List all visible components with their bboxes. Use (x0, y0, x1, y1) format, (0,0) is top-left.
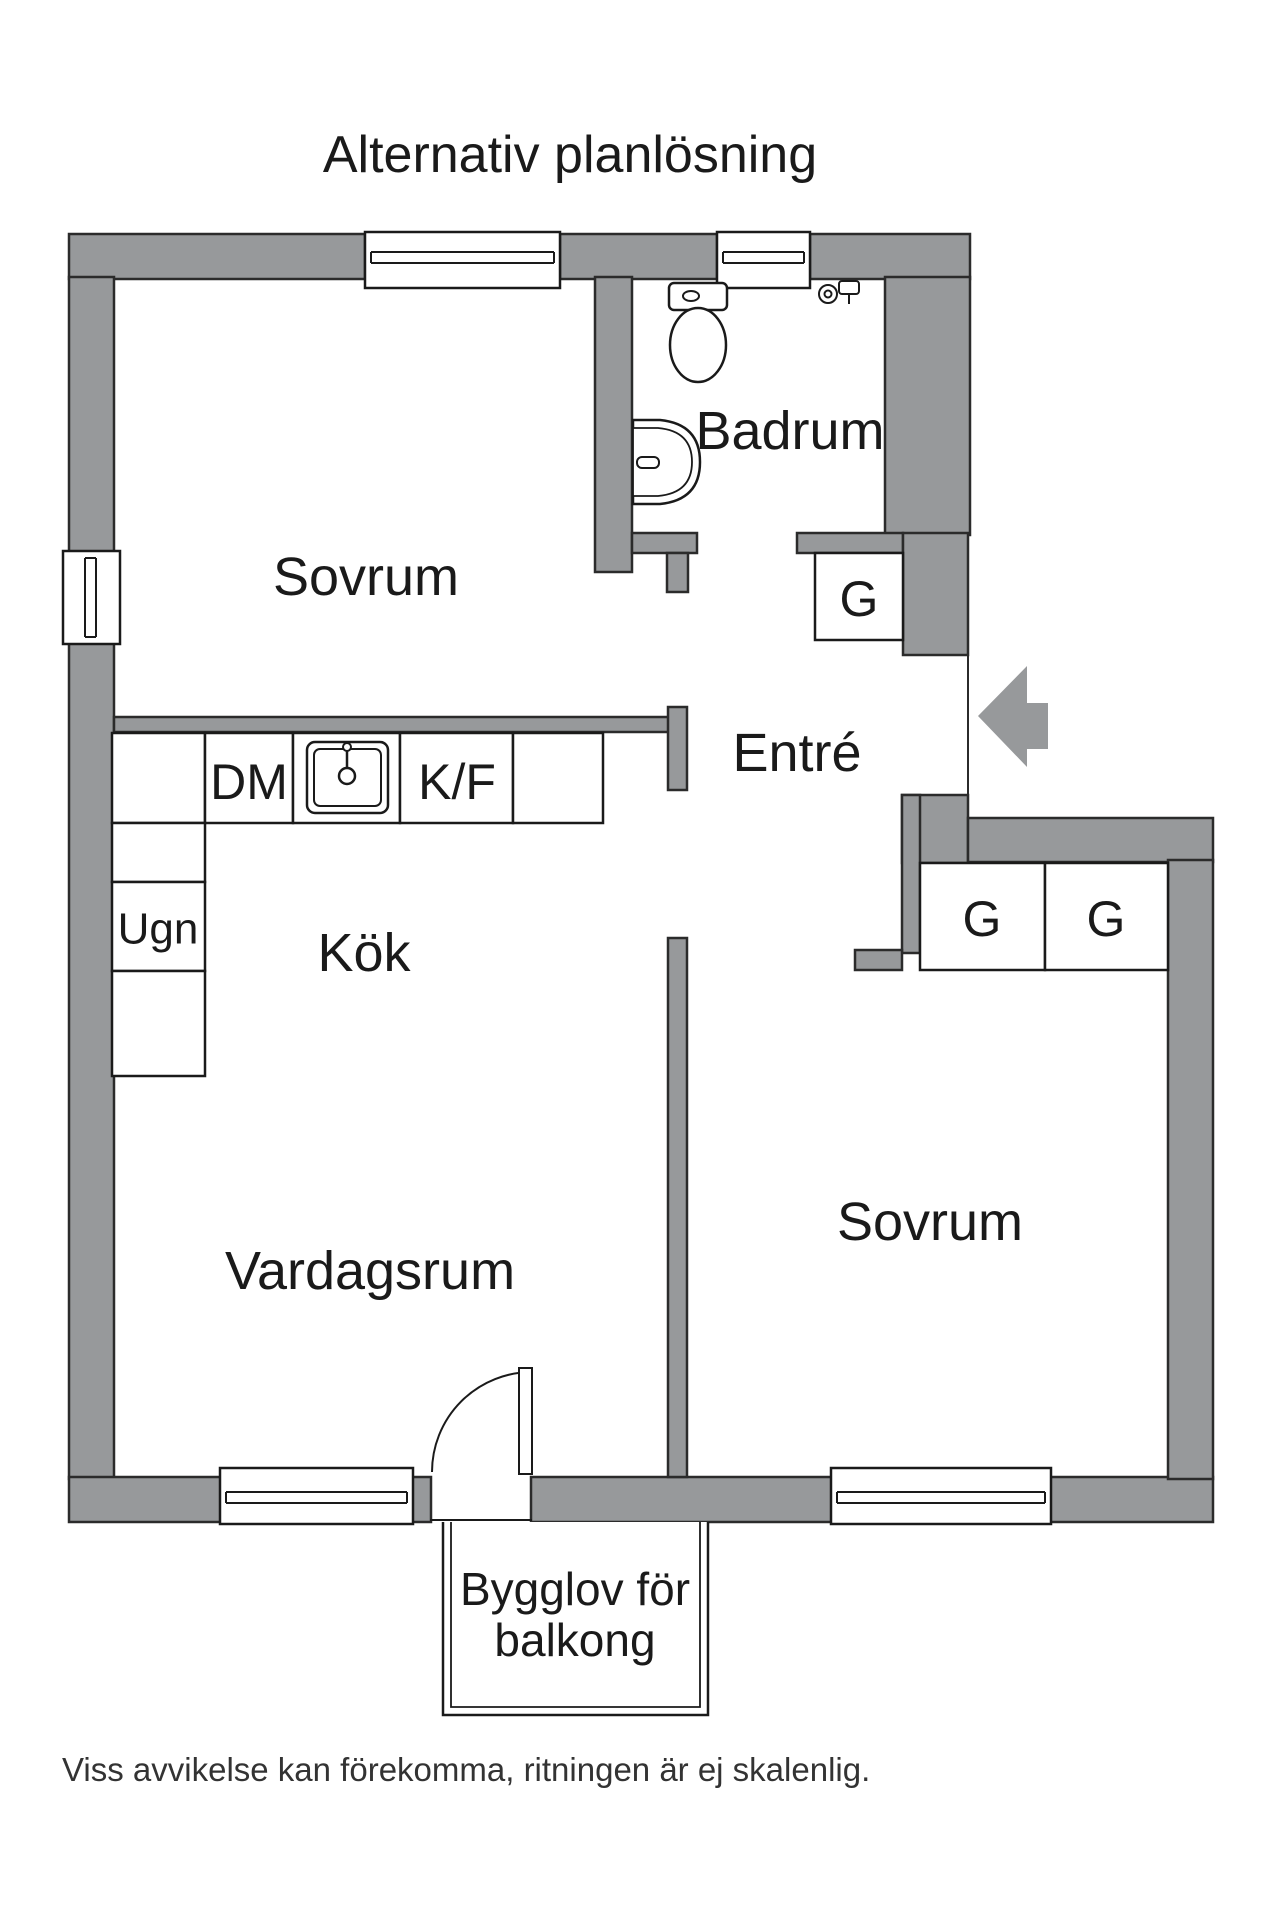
room-label-vardagsrum: Vardagsrum (225, 1241, 515, 1301)
wall-left-upper (67, 275, 116, 555)
counter-col-1 (110, 821, 207, 884)
balcony-door-arc (431, 1371, 533, 1473)
wardrobes (813, 551, 1170, 972)
wardrobe-label-sovrum-1: G (963, 891, 1002, 947)
wall-bottom-2 (410, 1475, 433, 1524)
wardrobe-label-sovrum-2: G (1087, 891, 1126, 947)
page-title: Alternativ planlösning (323, 126, 817, 184)
wall-bottom-1 (67, 1475, 223, 1524)
wall-entry-vertical (900, 793, 922, 955)
wall-badrum-bottom (630, 531, 699, 555)
wall-top-mid (558, 232, 719, 281)
balcony-note-line2: balkong (494, 1614, 655, 1666)
wardrobe-sovrum-box-2 (1043, 861, 1170, 972)
wall-badrum-block (883, 275, 972, 537)
wall-closet-frame-right (901, 531, 970, 657)
wall-divider-lower (666, 936, 689, 1479)
counter-corner (110, 731, 207, 825)
wall-lower-band (966, 816, 1215, 864)
wall-kitchen (112, 715, 672, 734)
wall-badrum-jamb (665, 551, 690, 594)
counter-dishwasher (203, 731, 295, 825)
window-left-icon (61, 549, 122, 646)
room-label-kok: Kök (317, 923, 411, 983)
washing-valve-icon (818, 280, 860, 304)
wall-top-left (67, 232, 367, 281)
balcony-outline (441, 1522, 710, 1717)
room-label-sovrum-top: Sovrum (273, 547, 459, 607)
counter-end (511, 731, 605, 825)
wall-bottom-3 (529, 1475, 834, 1524)
fixture-label-oven: Ugn (118, 905, 199, 954)
room-label-sovrum-bottom: Sovrum (837, 1192, 1023, 1252)
wall-left-lower (67, 641, 116, 1481)
windows (61, 230, 1053, 1526)
wall-sovrum-badrum (593, 275, 634, 574)
window-sovrum-top-icon (363, 230, 562, 290)
walls (67, 232, 1215, 1524)
balcony-note-line1: Bygglov för (460, 1563, 690, 1615)
room-label-badrum: Badrum (695, 401, 884, 461)
kitchen-sink-icon (305, 740, 390, 815)
bathroom-sink-icon (631, 418, 702, 506)
entrance-arrow-icon (978, 666, 1048, 767)
wall-right-lower (1166, 858, 1215, 1481)
wall-top-right (808, 232, 972, 281)
counter-col-3 (110, 969, 207, 1078)
window-sovrum-bottom-icon (829, 1466, 1053, 1526)
wall-entry-foot (853, 948, 904, 972)
wall-closet-frame-top (795, 531, 905, 555)
wardrobe-sovrum-box-1 (918, 861, 1047, 972)
toilet-icon (667, 281, 729, 384)
fixture-label-fridge-freezer: K/F (418, 754, 496, 810)
window-vardagsrum-icon (218, 1466, 415, 1526)
balcony-door (430, 1367, 533, 1521)
wardrobe-label-entre: G (840, 571, 879, 627)
balcony-door-leaf (518, 1367, 533, 1475)
disclaimer-text: Viss avvikelse kan förekomma, ritningen … (62, 1751, 870, 1788)
wall-bottom-4 (1048, 1475, 1215, 1524)
wall-divider-stub (666, 705, 689, 792)
counter-oven (110, 880, 207, 973)
room-label-entre: Entré (732, 723, 861, 783)
fixture-label-dishwasher: DM (210, 754, 288, 810)
wardrobe-entre-box (813, 551, 905, 642)
window-badrum-icon (715, 230, 812, 290)
